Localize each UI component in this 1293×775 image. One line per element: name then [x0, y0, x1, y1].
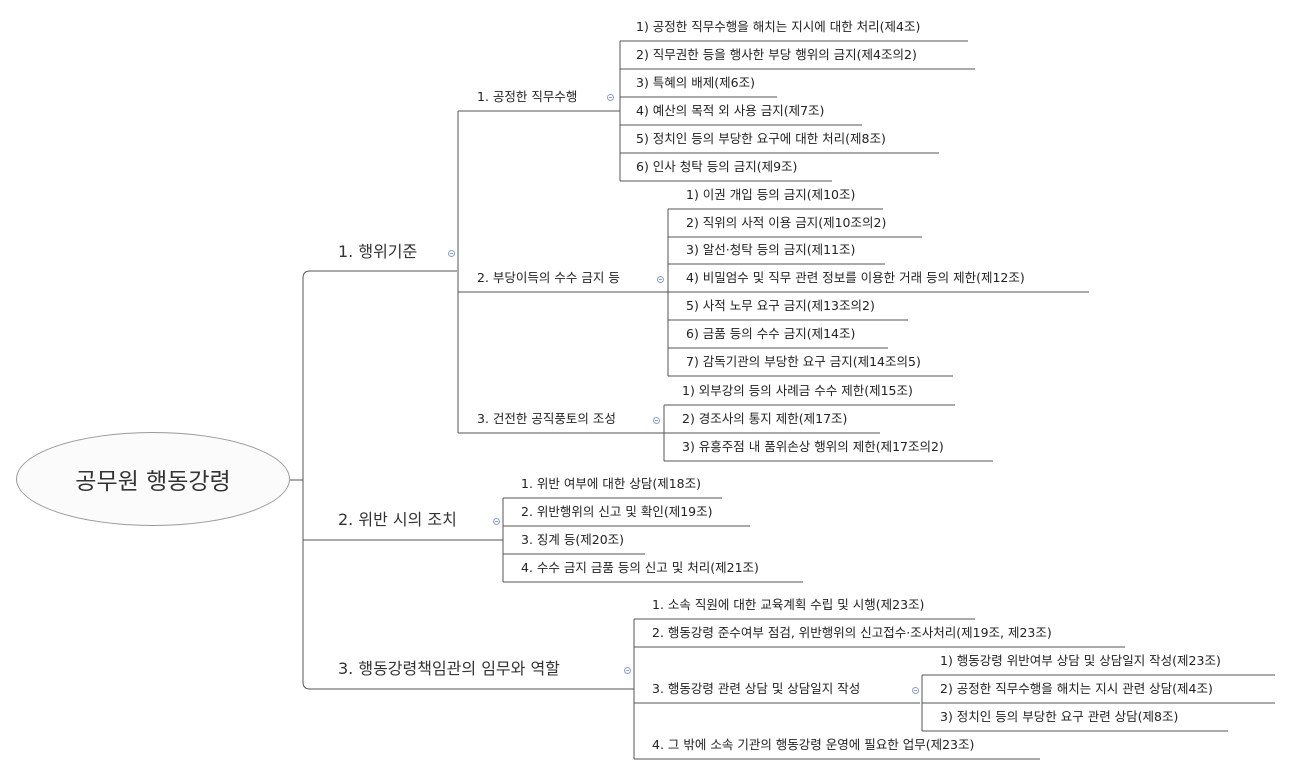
group-3-label[interactable]: 3. 건전한 공직풍토의 조성 — [477, 411, 616, 426]
root-label: 공무원 행동강령 — [75, 469, 231, 495]
list-item[interactable]: 2) 직위의 사적 이용 금지(제10조의2) — [686, 215, 887, 230]
collapse-icon[interactable] — [912, 687, 919, 694]
connector-root — [290, 270, 457, 540]
collapse-icon[interactable] — [653, 417, 660, 424]
collapse-icon[interactable] — [493, 518, 500, 525]
list-item[interactable]: 2) 직무권한 등을 행사한 부당 행위의 금지(제4조의2) — [636, 47, 917, 62]
list-item[interactable]: 5) 정치인 등의 부당한 요구에 대한 처리(제8조) — [636, 131, 886, 146]
list-item[interactable]: 3) 유흥주점 내 품위손상 행위의 제한(제17조의2) — [682, 439, 944, 454]
list-item[interactable]: 4. 수수 금지 금품 등의 신고 및 처리(제21조) — [521, 560, 759, 575]
list-item[interactable]: 1. 위반 여부에 대한 상담(제18조) — [521, 476, 701, 491]
list-item[interactable]: 5) 사적 노무 요구 금지(제13조의2) — [686, 298, 875, 313]
group-2-label[interactable]: 2. 부당이득의 수수 금지 등 — [477, 270, 620, 285]
group-1-label[interactable]: 1. 공정한 직무수행 — [477, 89, 578, 104]
list-item[interactable]: 6) 인사 청탁 등의 금지(제9조) — [636, 159, 798, 174]
collapse-icon[interactable] — [607, 94, 614, 101]
list-item[interactable]: 3) 알선·청탁 등의 금지(제11조) — [686, 242, 856, 257]
list-item[interactable]: 1. 소속 직원에 대한 교육계획 수립 및 시행(제23조) — [652, 597, 925, 612]
list-item[interactable]: 1) 행동강령 위반여부 상담 및 상담일지 작성(제23조) — [940, 653, 1221, 668]
list-item[interactable]: 3) 특혜의 배제(제6조) — [636, 75, 755, 90]
section-1-label[interactable]: 1. 행위기준 — [338, 242, 418, 261]
collapse-icon[interactable] — [448, 250, 455, 257]
collapse-icon[interactable] — [657, 276, 664, 283]
list-item[interactable]: 3) 정치인 등의 부당한 요구 관련 상담(제8조) — [940, 709, 1179, 724]
list-item[interactable]: 2. 행동강령 준수여부 점검, 위반행위의 신고접수·조사처리(제19조, 제… — [652, 625, 1052, 640]
list-item[interactable]: 4) 예산의 목적 외 사용 금지(제7조) — [636, 103, 825, 118]
list-item[interactable]: 2. 위반행위의 신고 및 확인(제19조) — [521, 504, 713, 519]
list-item[interactable]: 6) 금품 등의 수수 금지(제14조) — [686, 326, 856, 341]
list-item[interactable]: 4) 비밀엄수 및 직무 관련 정보를 이용한 거래 등의 제한(제12조) — [686, 270, 1025, 285]
section-3-label[interactable]: 3. 행동강령책임관의 임무와 역할 — [338, 659, 560, 678]
connector-root-s3 — [302, 540, 634, 690]
list-item[interactable]: 1) 공정한 직무수행을 해치는 지시에 대한 처리(제4조) — [636, 19, 921, 34]
section-3-group-label[interactable]: 3. 행동강령 관련 상담 및 상담일지 작성 — [652, 681, 861, 696]
collapse-icon[interactable] — [624, 667, 631, 674]
root-node[interactable]: 공무원 행동강령 — [16, 432, 290, 526]
list-item[interactable]: 2) 공정한 직무수행을 해치는 지시 관련 상담(제4조) — [940, 681, 1213, 696]
section-2-label[interactable]: 2. 위반 시의 조치 — [338, 510, 457, 529]
list-item[interactable]: 3. 징계 등(제20조) — [521, 532, 625, 547]
list-item[interactable]: 2) 경조사의 통지 제한(제17조) — [682, 411, 848, 426]
list-item[interactable]: 1) 외부강의 등의 사례금 수수 제한(제15조) — [682, 383, 913, 398]
list-item[interactable]: 7) 감독기관의 부당한 요구 금지(제14조의5) — [686, 354, 921, 369]
list-item[interactable]: 4. 그 밖에 소속 기관의 행동강령 운영에 필요한 업무(제23조) — [652, 737, 975, 752]
list-item[interactable]: 1) 이권 개입 등의 금지(제10조) — [686, 187, 856, 202]
